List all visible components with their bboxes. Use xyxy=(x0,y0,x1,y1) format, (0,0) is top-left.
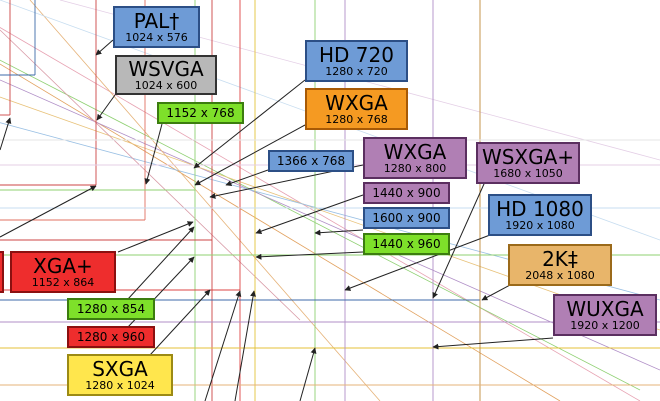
wsxga-plus-label: WSXGA+ 1680 x 1050 xyxy=(476,142,580,184)
twok-resolution: 2048 x 1080 xyxy=(525,268,595,282)
wxga-1280x800-resolution: 1280 x 800 xyxy=(383,161,447,175)
hd1080-label: HD 1080 1920 x 1080 xyxy=(488,194,592,236)
arrow-hd720 xyxy=(193,79,306,169)
wuxga-resolution: 1920 x 1200 xyxy=(570,318,640,332)
r1440x960-label: 1440 x 960 xyxy=(363,233,450,255)
wxga-1280x768-label: WXGA 1280 x 768 xyxy=(305,88,408,130)
xga-plus-label: XGA+ 1152 x 864 xyxy=(10,251,116,293)
wuxga-name: WUXGA xyxy=(566,296,644,321)
arrow-1152x768 xyxy=(144,123,163,185)
r1280x854-label: 1280 x 854 xyxy=(67,298,155,320)
hd720-label: HD 720 1280 x 720 xyxy=(305,40,408,82)
wsxga-plus-name: WSXGA+ xyxy=(481,144,575,169)
arrow-bottom-2 xyxy=(234,290,257,401)
pointer-arrows xyxy=(0,39,554,401)
arrow-wsxga-plus xyxy=(432,174,489,299)
xga-plus-resolution: 1152 x 864 xyxy=(31,275,95,289)
wsvga-resolution: 1024 x 600 xyxy=(134,78,198,92)
r1440x960-resolution: 1440 x 960 xyxy=(372,236,441,251)
sxga-resolution: 1280 x 1024 xyxy=(85,378,155,392)
arrow-xga-plus xyxy=(117,221,194,253)
r1440x900-resolution: 1440 x 900 xyxy=(372,185,441,200)
twok-name: 2K‡ xyxy=(542,246,578,271)
arrow-sxga xyxy=(149,289,211,356)
r1600x900-label: 1600 x 900 xyxy=(363,207,450,229)
diagonal-line xyxy=(0,63,561,401)
r1152x768-resolution: 1152 x 768 xyxy=(166,105,235,120)
r1440x900-label: 1440 x 900 xyxy=(363,182,450,204)
pal-resolution: 1024 x 576 xyxy=(125,30,188,44)
diagonal-line xyxy=(0,27,641,401)
arrow-1600x900 xyxy=(314,229,364,236)
pal-name: PAL† xyxy=(133,8,180,33)
arrow-1440x900 xyxy=(255,194,364,235)
sxga-name: SXGA xyxy=(92,356,148,381)
pal-label: PAL† 1024 x 576 xyxy=(113,6,200,48)
diagonal-line xyxy=(29,0,381,401)
arrow-1280x854 xyxy=(127,226,195,300)
wsxga-plus-resolution: 1680 x 1050 xyxy=(493,166,563,180)
arrow-1440x960 xyxy=(255,251,364,260)
hd1080-name: HD 1080 xyxy=(496,196,584,221)
arrow-hd1080 xyxy=(344,234,491,291)
wxga-1280x800-name: WXGA xyxy=(383,139,447,164)
arrow-wuxga xyxy=(432,337,554,350)
arrow-top-left xyxy=(0,117,12,151)
arrow-bottom-3 xyxy=(299,347,317,401)
arrow-wsvga xyxy=(96,94,116,121)
sxga-label: SXGA 1280 x 1024 xyxy=(67,354,173,396)
r1600x900-resolution: 1600 x 900 xyxy=(372,210,441,225)
arrow-pal xyxy=(95,39,114,56)
hd720-name: HD 720 xyxy=(319,42,394,67)
twok-label: 2K‡ 2048 x 1080 xyxy=(508,244,612,286)
r1280x854-resolution: 1280 x 854 xyxy=(76,301,146,316)
wxga-1280x768-name: WXGA xyxy=(325,90,388,115)
wsvga-label: WSVGA 1024 x 600 xyxy=(115,55,217,95)
hd720-resolution: 1280 x 720 xyxy=(325,64,388,78)
xga-plus-name: XGA+ xyxy=(33,253,93,278)
arrow-xga-plus-left xyxy=(0,185,97,238)
wsvga-name: WSVGA xyxy=(128,56,204,81)
diagonal-line xyxy=(0,29,301,321)
arrow-1366x768 xyxy=(225,169,269,187)
wxga-1280x800-label: WXGA 1280 x 800 xyxy=(363,137,467,179)
hd1080-resolution: 1920 x 1080 xyxy=(505,218,575,232)
r1280x960-resolution: 1280 x 960 xyxy=(76,329,146,344)
wxga-1280x768-resolution: 1280 x 768 xyxy=(325,112,388,126)
r1280x960-label: 1280 x 960 xyxy=(67,326,155,348)
r1366x768-label: 1366 x 768 xyxy=(268,150,354,172)
arrow-2k xyxy=(481,284,511,301)
wuxga-label: WUXGA 1920 x 1200 xyxy=(553,294,657,336)
arrow-bottom-1 xyxy=(204,290,242,401)
r1366x768-resolution: 1366 x 768 xyxy=(276,153,346,168)
arrow-wxga-1280x768 xyxy=(194,124,306,186)
r1152x768-label: 1152 x 768 xyxy=(157,102,244,124)
cut-off-red-label xyxy=(0,251,4,293)
